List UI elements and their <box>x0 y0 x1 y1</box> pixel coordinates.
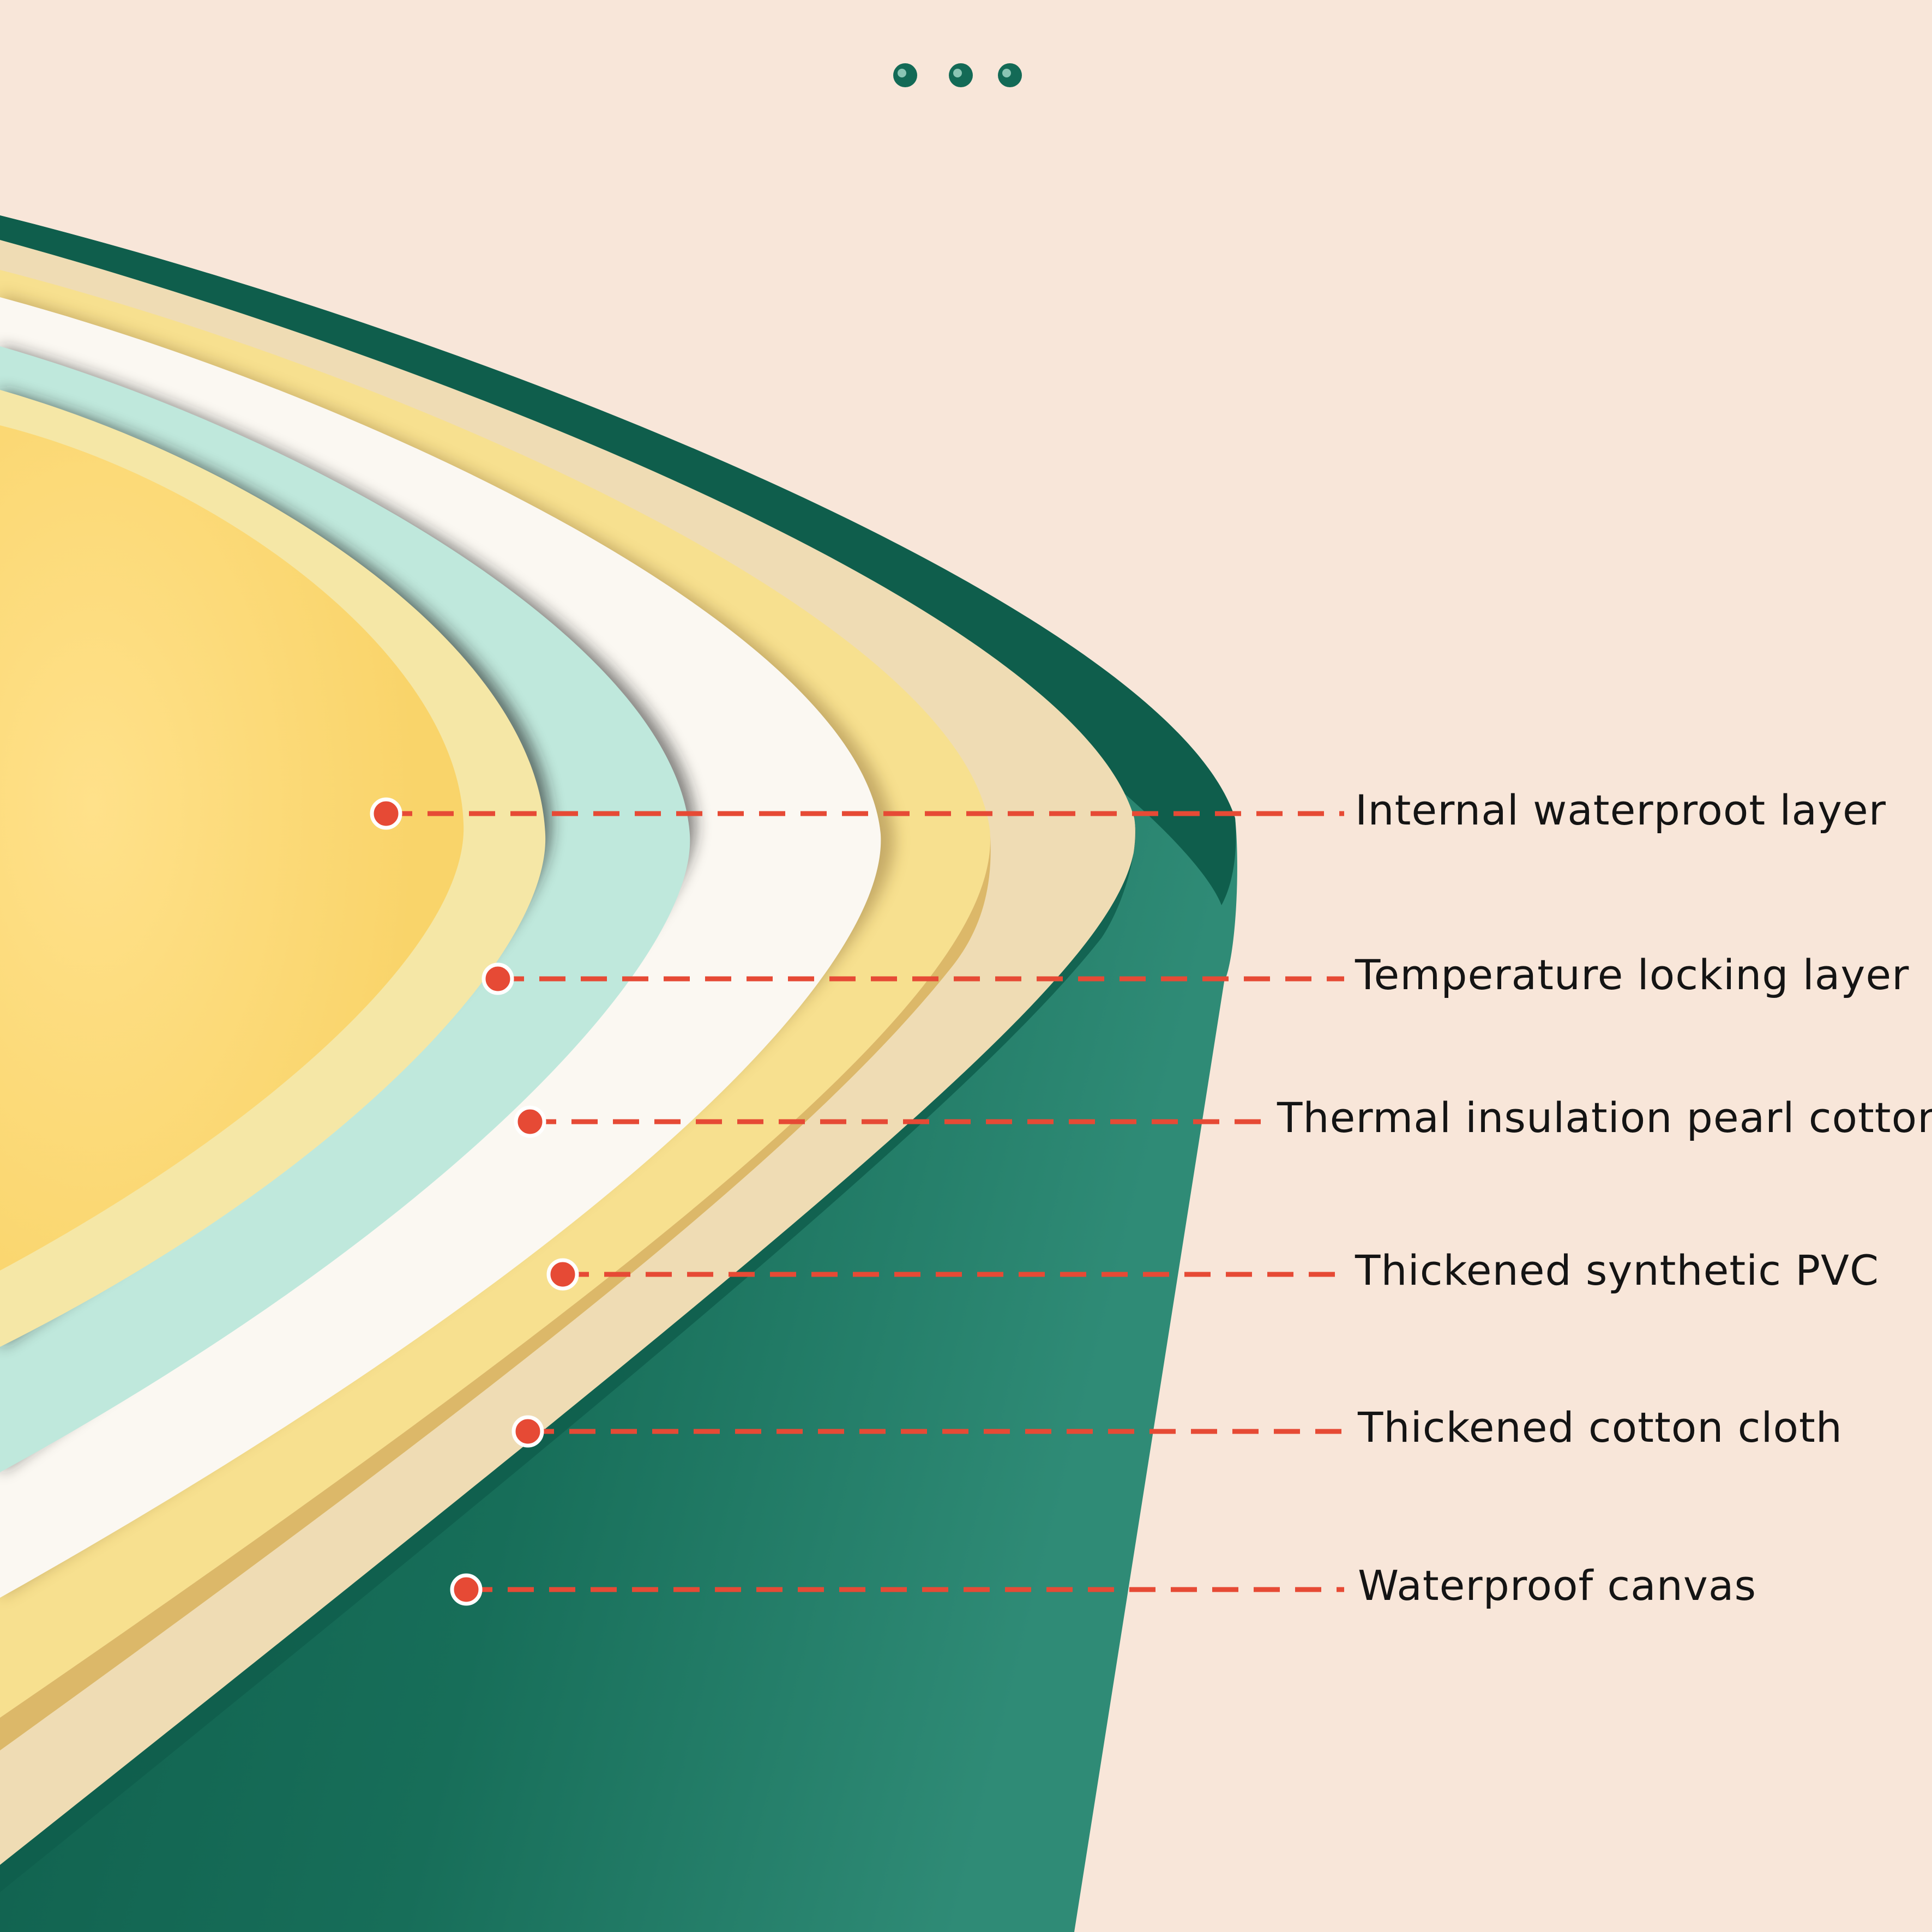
callout-dot-4 <box>546 1258 579 1291</box>
callout-dot-2 <box>482 962 514 995</box>
layer-core-yellow <box>0 425 464 1271</box>
callouts <box>370 797 1344 1606</box>
label-internal-waterproof-layer: Internal waterproot layer <box>1355 786 1887 834</box>
label-thickened-synthetic-pvc: Thickened synthetic PVC <box>1355 1246 1880 1295</box>
label-thickened-cotton-cloth: Thickened cotton cloth <box>1358 1403 1843 1452</box>
label-thermal-insulation-pearl-cotton: Thermal insulation pearl cotton <box>1277 1093 1932 1142</box>
callout-dot-1 <box>370 797 402 830</box>
pagination-dots <box>893 63 1022 87</box>
label-waterproof-canvas: Waterproof canvas <box>1358 1561 1757 1610</box>
label-temperature-locking-layer: Temperature locking layer <box>1355 950 1910 999</box>
callout-dot-5 <box>511 1415 544 1448</box>
callout-dot-3 <box>514 1105 546 1138</box>
callout-dot-6 <box>450 1573 483 1606</box>
